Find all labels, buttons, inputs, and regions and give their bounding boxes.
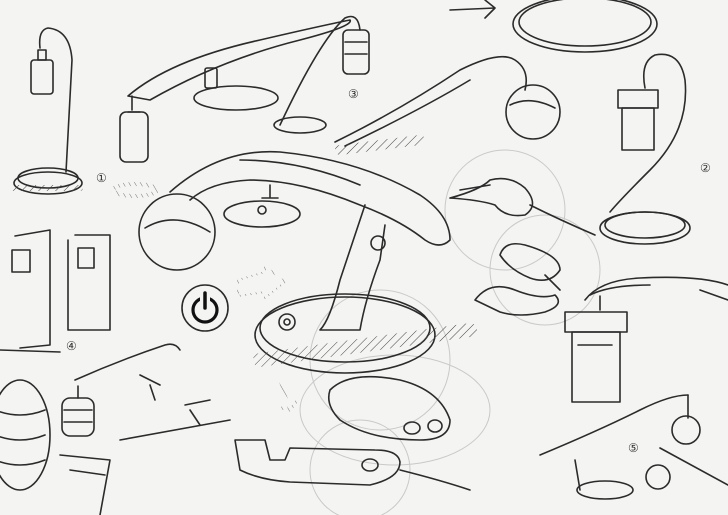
lamp-sketch-2: [119, 19, 351, 163]
head-sketch: [449, 177, 596, 236]
annotation-4: ④: [66, 339, 77, 353]
capsule-sketch: [327, 375, 451, 441]
switch-sketch: [223, 184, 301, 228]
lamp-sketch-5: [599, 53, 691, 245]
lamp-sketch-3: [273, 15, 370, 134]
annotation-1: ①: [96, 171, 107, 185]
annotation-3: ③: [348, 87, 359, 101]
lamp-sketch-6: [564, 276, 728, 403]
lamp-sketch-1: [13, 27, 83, 195]
lamp-sketch-4: [334, 55, 561, 147]
annotation-2: ②: [700, 161, 711, 175]
annotation-5: ⑤: [628, 441, 639, 455]
lamp-sketch-7: [0, 229, 111, 353]
hook-sketch: [234, 439, 471, 491]
main-lamp-sketch: [138, 150, 451, 374]
lantern-sketch: [0, 343, 181, 491]
power-icon-sketch: [181, 284, 229, 332]
power-icon: [191, 290, 219, 324]
lamp-sketch-8: [539, 394, 728, 500]
clip-sketch: [474, 242, 561, 316]
